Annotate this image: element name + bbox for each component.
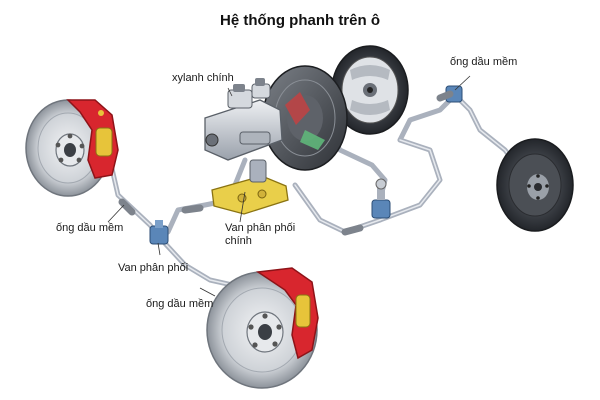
leader-lines xyxy=(107,75,471,297)
label-master-cylinder: xylanh chính xyxy=(172,72,234,84)
label-hose-bottom: ống dầu mềm xyxy=(146,298,214,310)
fitting-right xyxy=(371,178,391,219)
proportioning-valve-left xyxy=(149,220,169,245)
label-hose-top-right: ống dầu mềm xyxy=(450,56,518,68)
flex-hoses xyxy=(118,90,454,236)
drum-brake-rear-left xyxy=(331,45,409,135)
disc-brake-front-left xyxy=(25,99,119,197)
disc-brake-front-right xyxy=(206,267,319,389)
label-main-valve-line2: chính xyxy=(225,235,252,247)
page-title: Hệ thống phanh trên ô xyxy=(220,12,380,29)
master-cylinder xyxy=(204,78,283,161)
label-main-valve-line1: Van phân phối xyxy=(225,222,296,234)
drum-brake-rear-right xyxy=(496,138,574,232)
brake-booster xyxy=(262,65,348,171)
label-proportioning-valve: Van phân phối xyxy=(118,262,189,274)
label-hose-left: ống dầu mềm xyxy=(56,222,124,234)
main-proportioning-valve xyxy=(211,159,289,215)
